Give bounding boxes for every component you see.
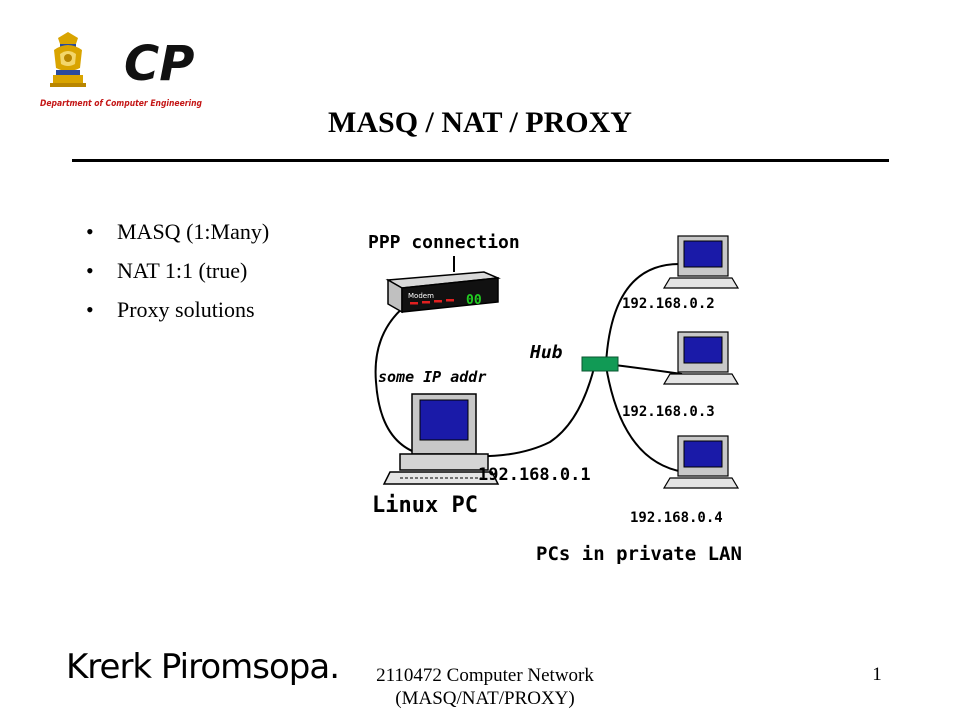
client-pc-icon (662, 331, 740, 385)
private-lan-label: PCs in private LAN (536, 543, 742, 565)
modem-label: Modem (408, 292, 434, 300)
course-title: 2110472 Computer Network (376, 665, 594, 686)
network-diagram: PPP connection Modem 00 some IP addr Hub… (368, 232, 742, 565)
bullet-item: • NAT 1:1 (true) (86, 251, 269, 290)
network-cables (374, 256, 685, 473)
author-name: Krerk Piromsopa. (66, 647, 340, 687)
modem-icon: Modem 00 (385, 271, 501, 314)
bullet-list: • MASQ (1:Many) • NAT 1:1 (true) • Proxy so… (86, 212, 269, 329)
bullet-item: • MASQ (1:Many) (86, 212, 269, 251)
gateway-ip-label: 192.168.0.1 (478, 465, 591, 485)
logo-monogram: CP (124, 36, 194, 92)
bullet-icon: • (86, 219, 94, 244)
title-divider (72, 159, 889, 162)
ppp-connection-label: PPP connection (368, 232, 520, 253)
university-emblem-icon (50, 32, 86, 87)
linux-pc-icon (382, 393, 500, 485)
course-topic: (MASQ/NAT/PROXY) (395, 688, 575, 709)
bullet-text: MASQ (1:Many) (117, 219, 270, 244)
gateway-name-label: Linux PC (372, 493, 478, 518)
client-ip-label: 192.168.0.2 (622, 296, 715, 312)
client-pc-icon (662, 435, 740, 489)
slide-title: MASQ / NAT / PROXY (328, 106, 632, 139)
department-logo: CP Department of Computer Engineering (38, 28, 208, 114)
client-ip-label: 192.168.0.3 (622, 404, 715, 420)
client-pc-icon (662, 235, 740, 289)
page-number: 1 (872, 664, 882, 685)
bullet-icon: • (86, 258, 94, 283)
bullet-icon: • (86, 297, 94, 322)
bullet-item: • Proxy solutions (86, 290, 269, 329)
wan-address-label: some IP addr (378, 368, 486, 386)
bullet-text: Proxy solutions (117, 297, 255, 322)
hub-label: Hub (529, 342, 563, 363)
bullet-text: NAT 1:1 (true) (117, 258, 248, 283)
client-ip-label: 192.168.0.4 (630, 510, 723, 526)
course-info: 2110472 Computer Network (MASQ/NAT/PROXY… (360, 664, 610, 710)
hub-icon (581, 356, 619, 372)
modem-status-lights: 00 (466, 293, 482, 308)
logo-department-text: Department of Computer Engineering (40, 99, 202, 109)
